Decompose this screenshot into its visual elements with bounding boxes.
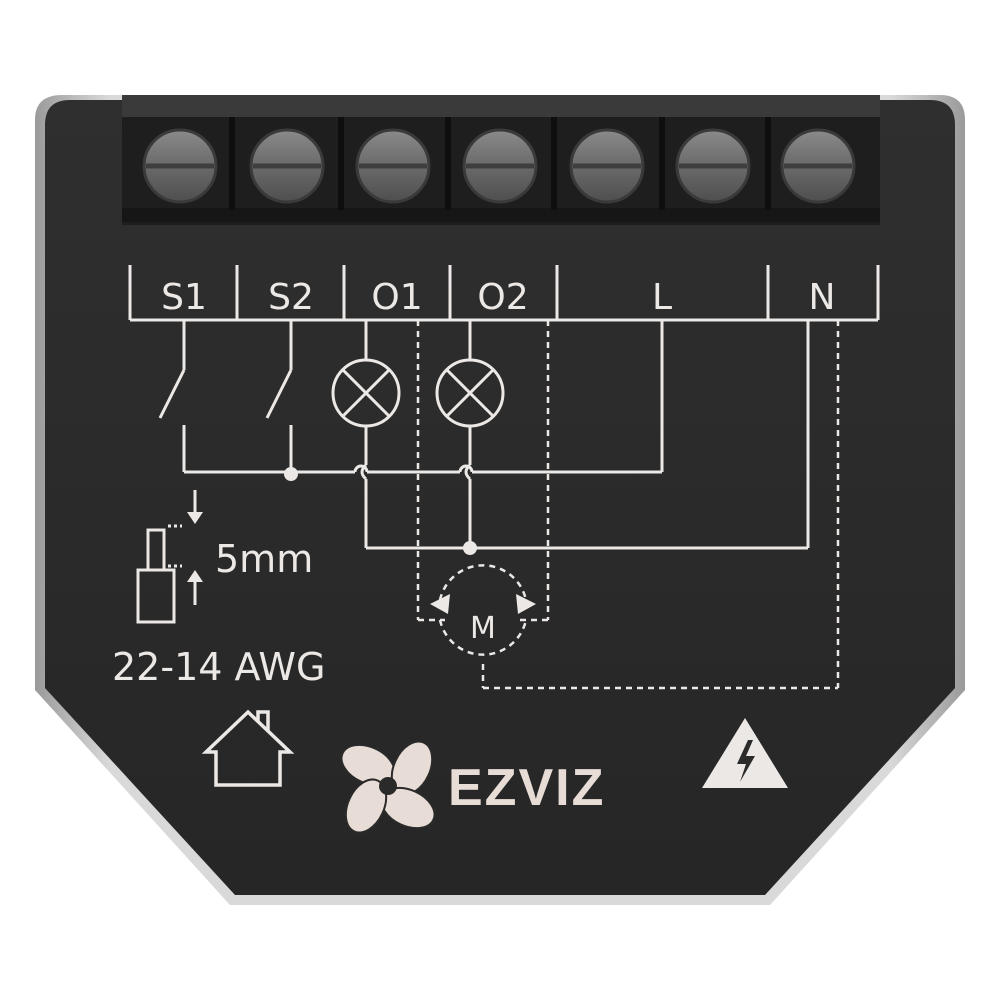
strip-length-indicator [136,490,197,624]
terminal-label-s2: S2 [268,277,314,318]
ezviz-fan-logo [340,740,436,834]
motor-label: M [470,611,496,646]
terminal-label-n: N [809,277,836,318]
strip-length-label: 5mm [215,537,313,581]
motor-arrows [430,594,536,614]
brand-wordmark: EZVIZ [448,759,605,817]
wire-gauge-label: 22-14 AWG [112,645,325,689]
junction-dot [463,541,477,555]
high-voltage-warning-icon [702,718,788,788]
terminal-label-s1: S1 [161,277,207,318]
housing-body [45,100,955,895]
terminal-label-o2: O2 [477,277,528,318]
terminal-label-o1: O1 [371,277,422,318]
wiring-diagram [158,320,810,550]
junction-dot [284,467,298,481]
terminal-label-bar [128,265,880,322]
terminal-label-l: L [652,277,672,318]
house-icon [201,709,295,787]
strip-arrows [187,512,203,582]
motor-wiring-dashed [416,320,840,690]
